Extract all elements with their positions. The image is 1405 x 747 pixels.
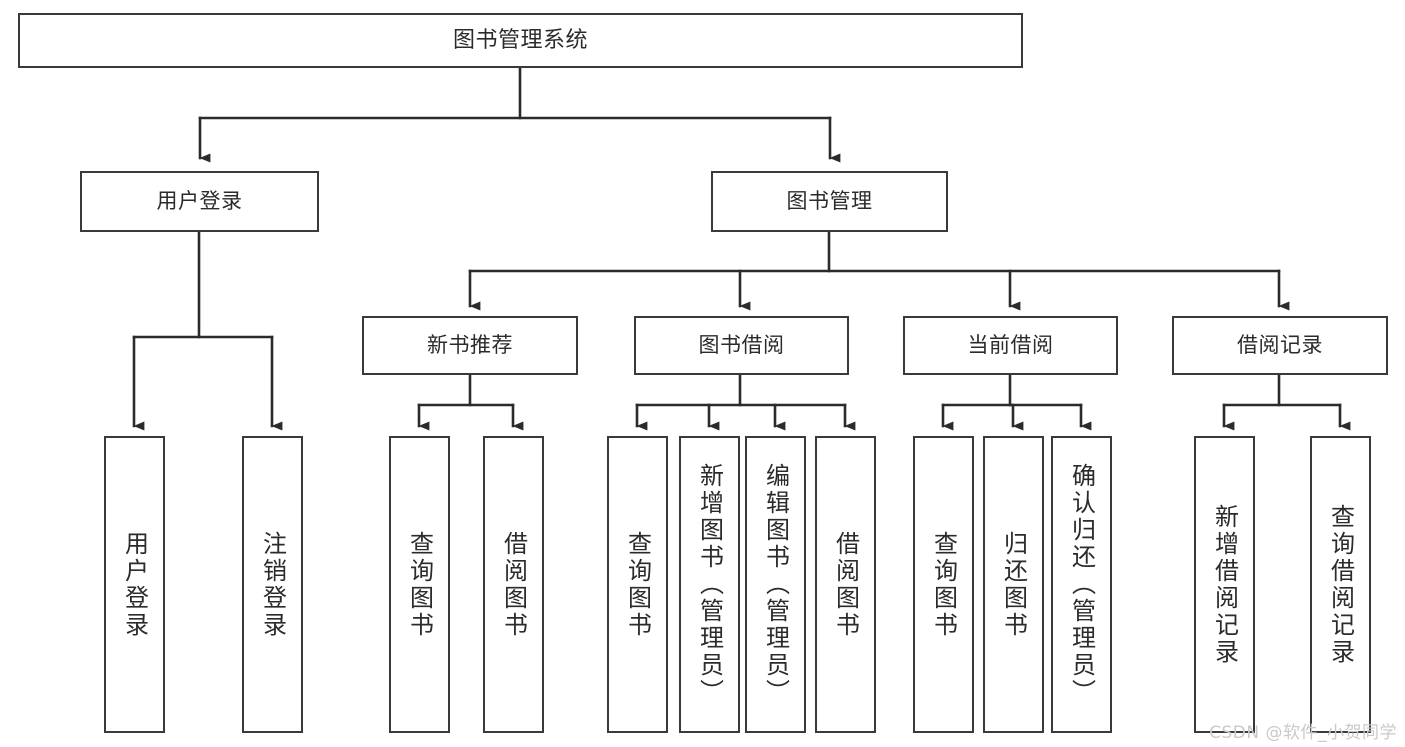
- node-label: 查询借阅记录: [1326, 503, 1355, 666]
- node-label: 新书推荐: [427, 333, 513, 358]
- node-label: 新增借阅记录: [1210, 503, 1239, 666]
- node-label: 借阅图书: [499, 530, 528, 639]
- node-leaf-borrow-book-2[interactable]: 借阅图书: [815, 436, 876, 733]
- node-leaf-return-book[interactable]: 归还图书: [983, 436, 1044, 733]
- node-label: 注销登录: [258, 530, 287, 639]
- node-leaf-add-book[interactable]: 新增图书（管理员）: [679, 436, 740, 733]
- node-borrow-record[interactable]: 借阅记录: [1172, 316, 1388, 375]
- node-label: 图书借阅: [698, 333, 785, 358]
- node-new-book-recommend[interactable]: 新书推荐: [362, 316, 578, 375]
- node-label: 归还图书: [999, 530, 1028, 639]
- node-leaf-edit-book[interactable]: 编辑图书（管理员）: [745, 436, 806, 733]
- node-leaf-user-logout[interactable]: 注销登录: [242, 436, 303, 733]
- node-label: 新增图书（管理员）: [695, 463, 724, 706]
- node-leaf-confirm-return[interactable]: 确认归还（管理员）: [1051, 436, 1112, 733]
- node-book-borrow[interactable]: 图书借阅: [634, 316, 849, 375]
- node-label: 查询图书: [623, 530, 652, 639]
- node-leaf-query-borrow-record[interactable]: 查询借阅记录: [1310, 436, 1371, 733]
- node-leaf-add-borrow-record[interactable]: 新增借阅记录: [1194, 436, 1255, 733]
- node-current-borrow[interactable]: 当前借阅: [903, 316, 1118, 375]
- node-leaf-user-login[interactable]: 用户登录: [104, 436, 165, 733]
- node-label: 确认归还（管理员）: [1067, 463, 1096, 706]
- node-label: 用户登录: [120, 530, 149, 639]
- node-leaf-query-book-3[interactable]: 查询图书: [913, 436, 974, 733]
- node-leaf-query-book-2[interactable]: 查询图书: [607, 436, 668, 733]
- node-label: 编辑图书（管理员）: [761, 463, 790, 706]
- node-leaf-query-book-1[interactable]: 查询图书: [389, 436, 450, 733]
- watermark: CSDN @软件_小贺同学: [1209, 723, 1397, 743]
- node-leaf-borrow-book-1[interactable]: 借阅图书: [483, 436, 544, 733]
- node-user-login[interactable]: 用户登录: [80, 171, 319, 232]
- node-label: 借阅记录: [1237, 333, 1323, 358]
- node-label: 图书管理系统: [452, 27, 588, 53]
- node-book-manage[interactable]: 图书管理: [711, 171, 948, 232]
- node-label: 借阅图书: [831, 530, 860, 639]
- node-label: 查询图书: [929, 530, 958, 639]
- node-root-book-management-system[interactable]: 图书管理系统: [18, 13, 1023, 68]
- node-label: 查询图书: [405, 530, 434, 639]
- node-label: 当前借阅: [967, 333, 1054, 358]
- node-label: 用户登录: [156, 189, 243, 214]
- node-label: 图书管理: [786, 189, 873, 214]
